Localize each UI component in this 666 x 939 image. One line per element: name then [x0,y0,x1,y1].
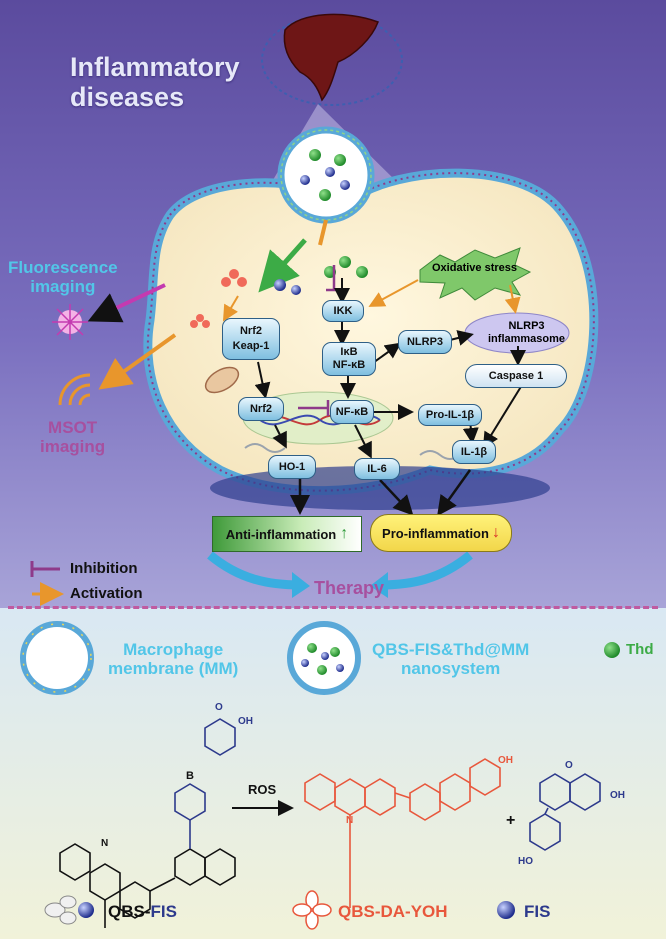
nfkb-cyto-label: NF-κB [332,359,366,371]
oxidative-stress-label: Oxidative stress [432,262,517,274]
nfkb-nucleus-node: NF-κB [330,400,374,424]
fis-suffix: FIS [150,902,177,921]
liver-icon [283,13,379,102]
dashed-divider [8,606,658,609]
il1b-node: IL-1β [452,440,496,464]
inhibition-label: Inhibition [70,560,138,577]
qbs-fis-structure [59,718,236,928]
macrophage-membrane-icon [20,621,94,695]
msot-signal-icon [58,373,91,406]
atom-ho: HO [518,856,533,867]
ikk-node: IKK [322,300,364,322]
keap1-label: Keap-1 [232,340,270,352]
oxidative-stress-burst [419,247,532,301]
il6-node: IL-6 [354,458,400,480]
qbs-fis-glyph [44,895,94,925]
atom-oh-3: OH [610,790,625,801]
ikb-nfkb-node: IκB NF-κB [322,342,376,376]
atom-o-1: O [215,702,223,713]
down-arrow-icon: ↓ [491,524,500,541]
fis-structure [529,773,601,851]
qbs-da-yoh-glyph [292,890,332,930]
thd-dot-icon [604,642,620,658]
qbs-da-yoh-structure [304,758,501,908]
fis-glyph [497,901,515,919]
pro-il1b-node: Pro-IL-1β [418,404,482,426]
pro-inflammation-label: Pro-inflammation [382,525,489,541]
atom-n-1: N [101,838,109,849]
thd-label: Thd [626,641,654,658]
organ-outline [261,14,403,106]
qbs-fis-name: QBS-FIS [108,902,177,922]
atom-o-2: O [565,760,573,771]
ikb-label: IκB [340,346,358,358]
atom-oh-1: OH [238,716,253,727]
atom-b: B [186,770,194,782]
nlrp3-node: NLRP3 [398,330,452,354]
qbs-prefix: QBS- [108,902,151,921]
nrf2-cyto-label: Nrf2 [239,325,262,337]
atom-oh-2: OH [498,755,513,766]
nanosystem-icon [287,621,361,695]
pro-inflammation-box: Pro-inflammation ↓ [370,514,512,552]
fis-name: FIS [524,902,551,921]
atom-n-2: N [346,815,354,826]
up-arrow-icon: ↑ [340,525,349,542]
caspase1-node: Caspase 1 [465,364,567,388]
anti-inflammation-box: Anti-inflammation ↑ [212,516,362,552]
ho1-node: HO-1 [268,455,316,479]
fluorescence-signal-icon [52,304,88,340]
activation-label: Activation [70,585,143,602]
chemistry-diagram [20,621,620,930]
ros-label: ROS [248,782,277,797]
anti-inflammation-label: Anti-inflammation [225,526,337,542]
therapy-label: Therapy [314,578,385,598]
plus-sign: + [506,812,516,829]
nrf2-nucleus-node: Nrf2 [238,397,284,421]
nrf2-keap1-node: Nrf2 Keap-1 [222,318,280,360]
qbs-da-yoh-name: QBS-DA-YOH [338,902,448,921]
